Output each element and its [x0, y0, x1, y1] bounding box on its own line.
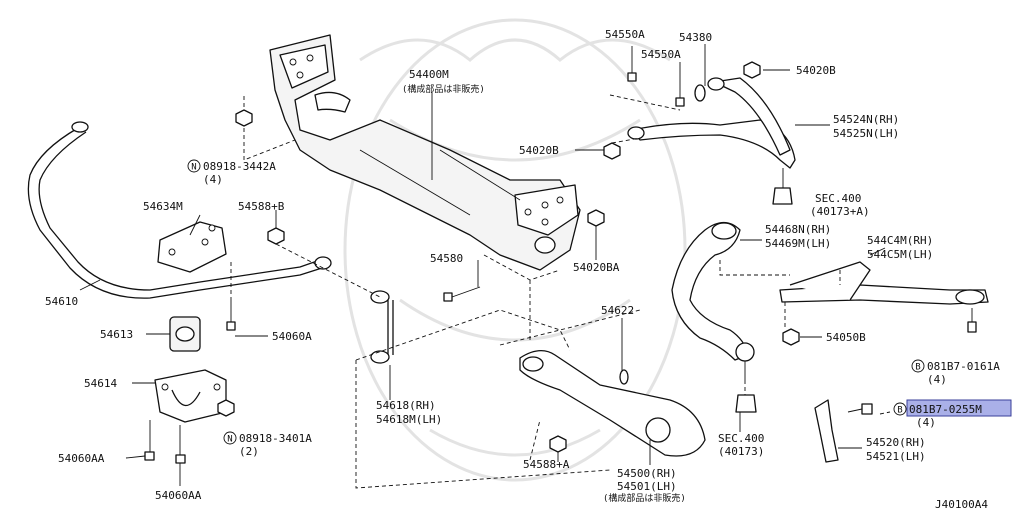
- part-labels: 54550A 54550A 54380 54020B 54400M (構成部品は…: [45, 28, 1000, 511]
- rod-544C4M[interactable]: [779, 261, 989, 305]
- label-54400M[interactable]: 54400M: [409, 68, 449, 81]
- label-081B7-0255M[interactable]: 081B7-0255M: [909, 403, 982, 416]
- label-54520[interactable]: 54520(RH): [866, 436, 926, 449]
- washer-54380[interactable]: [694, 84, 706, 102]
- label-54400M-note: (構成部品は非販売): [402, 83, 485, 95]
- bracket-54634M[interactable]: [157, 221, 227, 273]
- label-08918-3401A-qty: (2): [239, 445, 259, 458]
- label-54060A[interactable]: 54060A: [272, 330, 312, 343]
- dashed-lines: [230, 94, 891, 489]
- bolt-54550A[interactable]: [627, 60, 685, 107]
- label-08918-3442A-qty: (4): [203, 173, 223, 186]
- label-54618M[interactable]: 54618M(LH): [376, 413, 442, 426]
- nut-08918-3401A[interactable]: [217, 399, 235, 417]
- nut-54588B[interactable]: [267, 227, 285, 245]
- label-54521[interactable]: 54521(LH): [866, 450, 926, 463]
- diagram-id: J40100A4: [935, 498, 988, 511]
- label-54588B[interactable]: 54588+B: [238, 200, 285, 213]
- label-08918-3401A[interactable]: 08918-3401A: [239, 432, 312, 445]
- washer-54622[interactable]: [619, 369, 629, 385]
- label-sec400-upper-ref: (40173+A): [810, 205, 870, 218]
- upper-arm-54524N[interactable]: [627, 77, 796, 169]
- label-sec400-lower[interactable]: SEC.400: [718, 432, 764, 445]
- lower-arm-54500[interactable]: [519, 350, 706, 457]
- leader-lines: [79, 44, 886, 486]
- label-08918-3442A[interactable]: 08918-3442A: [203, 160, 276, 173]
- symbol-N-1: N: [187, 159, 201, 173]
- arm-54468N[interactable]: [671, 221, 755, 381]
- label-081B7-0255M-qty: (4): [916, 416, 936, 429]
- symbol-B-1: B: [911, 359, 925, 373]
- bolt-54580[interactable]: [443, 286, 481, 302]
- stabilizer-bar-54610[interactable]: [27, 121, 332, 299]
- label-sec400-lower-ref: (40173): [718, 445, 764, 458]
- label-54500[interactable]: 54500(RH): [617, 467, 677, 480]
- bolt-54060AA-2[interactable]: [175, 425, 186, 464]
- highlight-box: [906, 399, 1012, 417]
- label-54613[interactable]: 54613: [100, 328, 133, 341]
- svg-text:N: N: [191, 163, 196, 173]
- label-081B7-0161A[interactable]: 081B7-0161A: [927, 360, 1000, 373]
- label-54610[interactable]: 54610: [45, 295, 78, 308]
- label-54468N[interactable]: 54468N(RH): [765, 223, 831, 236]
- label-54020BA[interactable]: 54020BA: [573, 261, 620, 274]
- clamp-54614[interactable]: [154, 369, 227, 423]
- symbol-N-2: N: [223, 431, 237, 445]
- label-54580[interactable]: 54580: [430, 252, 463, 265]
- label-sec400-upper[interactable]: SEC.400: [815, 192, 861, 205]
- ball-joint-sec400-lower[interactable]: [735, 394, 757, 413]
- label-54050B[interactable]: 54050B: [826, 331, 866, 344]
- nut-54020B-2[interactable]: [603, 142, 621, 160]
- label-54618[interactable]: 54618(RH): [376, 399, 436, 412]
- label-54588A[interactable]: 54588+A: [523, 458, 570, 471]
- bracket-54520[interactable]: [814, 399, 873, 463]
- label-54550A-2[interactable]: 54550A: [641, 48, 681, 61]
- label-54550A-1[interactable]: 54550A: [605, 28, 645, 41]
- nut-54020BA[interactable]: [587, 209, 605, 227]
- label-54060AA-1[interactable]: 54060AA: [58, 452, 105, 465]
- label-54524N[interactable]: 54524N(RH): [833, 113, 899, 126]
- bolt-54060AA-1[interactable]: [144, 420, 155, 461]
- svg-text:B: B: [897, 406, 902, 416]
- svg-text:N: N: [227, 435, 232, 445]
- label-54500-note: (構成部品は非販売): [603, 492, 686, 504]
- nut-54588A[interactable]: [549, 435, 567, 453]
- label-54020B-2[interactable]: 54020B: [519, 144, 559, 157]
- bolt-54060A[interactable]: [226, 300, 236, 331]
- stabilizer-link-54618[interactable]: [370, 290, 394, 364]
- bolt-081B7-0161A[interactable]: [967, 308, 977, 333]
- label-54614[interactable]: 54614: [84, 377, 117, 390]
- label-544C5M[interactable]: 544C5M(LH): [867, 248, 933, 261]
- label-54501[interactable]: 54501(LH): [617, 480, 677, 493]
- label-54380[interactable]: 54380: [679, 31, 712, 44]
- label-54634M[interactable]: 54634M: [143, 200, 183, 213]
- label-081B7-0161A-qty: (4): [927, 373, 947, 386]
- svg-text:B: B: [915, 363, 920, 373]
- nut-54050B[interactable]: [782, 328, 800, 346]
- crossmember-54400M[interactable]: [269, 34, 581, 271]
- label-54622[interactable]: 54622: [601, 304, 634, 317]
- label-54020B-1[interactable]: 54020B: [796, 64, 836, 77]
- nut-54020B-1[interactable]: [743, 61, 761, 79]
- label-544C4M[interactable]: 544C4M(RH): [867, 234, 933, 247]
- nut-08918-3442A[interactable]: [235, 109, 253, 127]
- label-54525N[interactable]: 54525N(LH): [833, 127, 899, 140]
- label-54469M[interactable]: 54469M(LH): [765, 237, 831, 250]
- ball-joint-sec400-upper[interactable]: [772, 168, 793, 205]
- bushing-54613[interactable]: [169, 316, 201, 352]
- label-54060AA-2[interactable]: 54060AA: [155, 489, 202, 502]
- symbol-B-2: B: [893, 402, 907, 416]
